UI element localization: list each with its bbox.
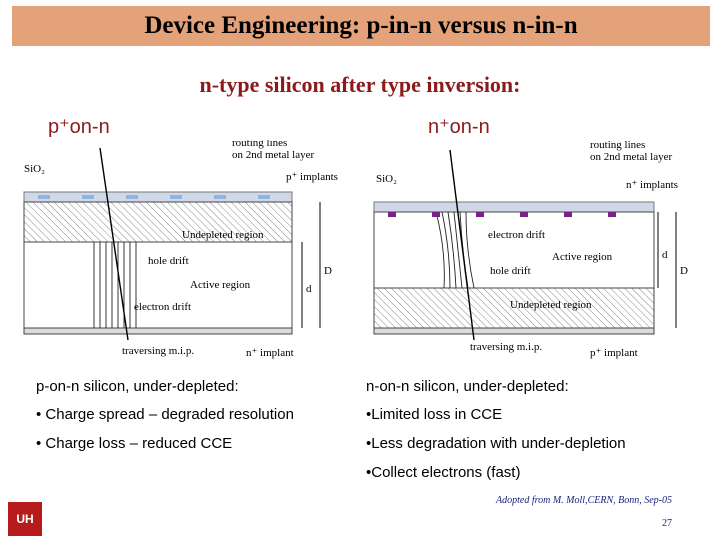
left-traversing-label: traversing m.i.p. [122, 345, 194, 357]
right-routing-label: routing lines [590, 140, 645, 151]
left-bullet-1: • Charge spread – degraded resolution [36, 406, 294, 423]
left-implants-label: p⁺ implants [286, 171, 338, 183]
right-implant-dots [388, 212, 616, 217]
right-hole-drift-label: hole drift [490, 265, 531, 277]
right-D-label: D [680, 265, 688, 277]
right-metal-label: on 2nd metal layer [590, 151, 673, 163]
right-undepleted-label: Undepleted region [510, 299, 592, 311]
left-bullet-2: • Charge loss – reduced CCE [36, 435, 233, 452]
left-active-label: Active region [190, 279, 251, 291]
page-title: Device Engineering: p-in-n versus n-in-n [144, 12, 578, 39]
right-mip-track [449, 149, 475, 341]
left-metal-strips [38, 195, 270, 199]
left-metal-label: on 2nd metal layer [232, 149, 315, 161]
left-d-label: d [306, 283, 312, 295]
left-undepleted-region [23, 201, 293, 243]
right-active-region [373, 211, 655, 289]
left-n-implant-label: n⁺ implant [246, 347, 294, 359]
right-bullet-1: •Limited loss in CCE [366, 406, 503, 423]
right-electron-drift-label: electron drift [488, 229, 545, 241]
credit-line: Adopted from M. Moll,CERN, Bonn, Sep-05 [496, 495, 672, 506]
right-traversing-label: traversing m.i.p. [470, 341, 542, 353]
page-number: 27 [662, 518, 672, 529]
right-sio2-label: SiO₂ [376, 173, 397, 185]
right-bullet-2: •Less degradation with under-depletion [366, 435, 626, 452]
left-device-diagram: SiO₂ routing lines on 2nd metal layer p⁺… [23, 140, 338, 359]
left-electron-drift-label: electron drift [134, 301, 191, 313]
left-sio2-label: SiO₂ [24, 163, 45, 175]
right-active-label: Active region [552, 251, 613, 263]
left-oxide-layer [23, 191, 293, 203]
right-p-implant-layer [373, 327, 655, 335]
subtitle: n-type silicon after type inversion: [199, 72, 521, 97]
title-bar: Device Engineering: p-in-n versus n-in-n [12, 6, 710, 46]
right-device-diagram: SiO₂ routing lines on 2nd metal layer n⁺… [373, 140, 688, 359]
left-D-label: D [324, 265, 332, 277]
left-heading: p⁺on-n [48, 116, 110, 138]
left-active-region [23, 241, 293, 329]
university-logo: UH [8, 502, 42, 536]
right-heading: n⁺on-n [428, 116, 490, 138]
right-oxide-layer [373, 201, 655, 213]
right-bullet-3: •Collect electrons (fast) [366, 464, 521, 481]
left-mip-track [99, 147, 129, 341]
left-caption: p-on-n silicon, under-depleted: [36, 378, 239, 395]
left-hole-drift-label: hole drift [148, 255, 189, 267]
right-implants-label: n⁺ implants [626, 179, 678, 191]
left-n-implant-layer [23, 327, 293, 335]
left-undepleted-label: Undepleted region [182, 229, 264, 241]
right-p-implant-label: p⁺ implant [590, 347, 638, 359]
left-routing-label: routing lines [232, 140, 287, 149]
right-d-label: d [662, 249, 668, 261]
right-caption: n-on-n silicon, under-depleted: [366, 378, 569, 395]
